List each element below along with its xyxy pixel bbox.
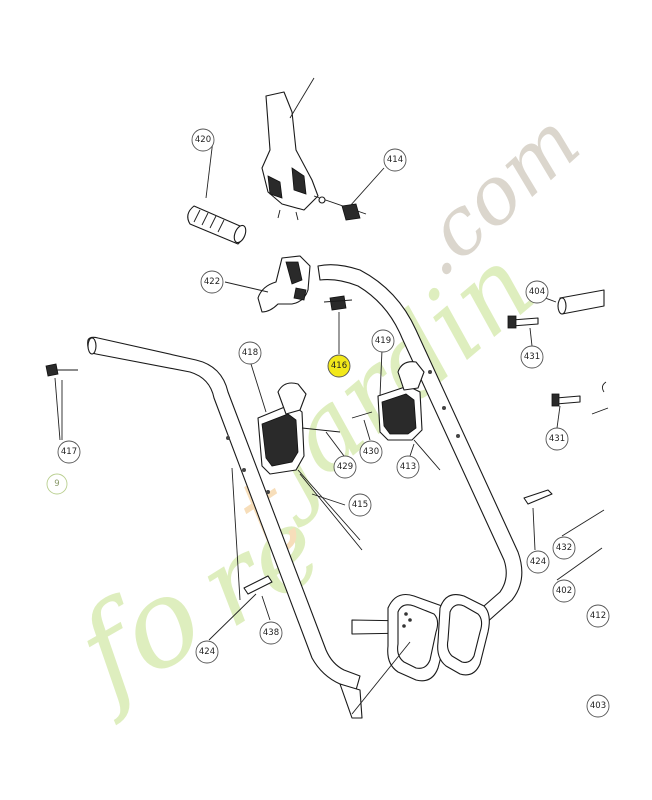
clip-part-432 (523, 489, 553, 505)
callout-424-left: 424 (195, 640, 219, 664)
callout-label: 416 (331, 361, 347, 371)
callout-label: 419 (375, 336, 391, 346)
foot-plate-left (387, 593, 450, 682)
callout-label: 432 (556, 543, 572, 553)
callout-label: 431 (524, 352, 540, 362)
callout-label: 413 (400, 462, 416, 472)
callout-403: 403 (586, 694, 610, 718)
callout-label: 438 (263, 628, 279, 638)
callout-label: 415 (352, 500, 368, 510)
callout-label: 9 (54, 479, 59, 489)
tube-part-404 (557, 289, 605, 315)
callout-432: 432 (552, 536, 576, 560)
callout-label: 424 (530, 557, 546, 567)
callout-label: 430 (363, 447, 379, 457)
callout-label: 412 (590, 611, 606, 621)
callout-label: 429 (337, 462, 353, 472)
callout-413: 413 (396, 455, 420, 479)
callout-412: 412 (586, 604, 610, 628)
callout-402: 402 (552, 579, 576, 603)
callout-415: 415 (348, 493, 372, 517)
callout-label: 420 (195, 135, 211, 145)
callout-label: 403 (590, 701, 606, 711)
callout-422: 422 (200, 270, 224, 294)
callout-431-lower: 431 (545, 427, 569, 451)
callout-418: 418 (238, 341, 262, 365)
pin-part-414 (313, 195, 367, 221)
leader-lines (54, 77, 605, 715)
pin-part-431-top (507, 315, 539, 329)
callout-417-faded: 9 (46, 473, 68, 495)
callout-label: 418 (242, 348, 258, 358)
clip-part-424-left (243, 575, 273, 595)
callout-414: 414 (383, 148, 407, 172)
callout-424-right: 424 (526, 550, 550, 574)
control-unit-419 (351, 361, 441, 471)
callout-419: 419 (371, 329, 395, 353)
callout-431-top: 431 (520, 345, 544, 369)
callout-label: 422 (204, 277, 220, 287)
callout-label: 417 (61, 447, 77, 457)
watermark-logo: fo re t jardin .com (48, 95, 597, 729)
callout-label: 404 (529, 287, 545, 297)
foot-plate-right (437, 593, 490, 676)
callout-label: 431 (549, 434, 565, 444)
fitting-part-416 (323, 295, 353, 311)
upper-lever-part (261, 91, 319, 221)
callout-416: 416 (327, 354, 351, 378)
bar-bolts (226, 370, 460, 494)
control-unit-418 (257, 382, 363, 551)
callout-417: 417 (57, 440, 81, 464)
callout-label: 402 (556, 586, 572, 596)
callout-label: 424 (199, 647, 215, 657)
callout-429: 429 (333, 455, 357, 479)
callout-438: 438 (259, 621, 283, 645)
pin-part-431-lower (551, 393, 581, 407)
throttle-lever-part (257, 255, 311, 313)
callout-430: 430 (359, 440, 383, 464)
callout-404: 404 (525, 280, 549, 304)
callout-label: 414 (387, 155, 403, 165)
grip-part (187, 205, 247, 245)
pin-part-417 (45, 363, 78, 377)
callout-420: 420 (191, 128, 215, 152)
edge-fragments (591, 381, 609, 415)
